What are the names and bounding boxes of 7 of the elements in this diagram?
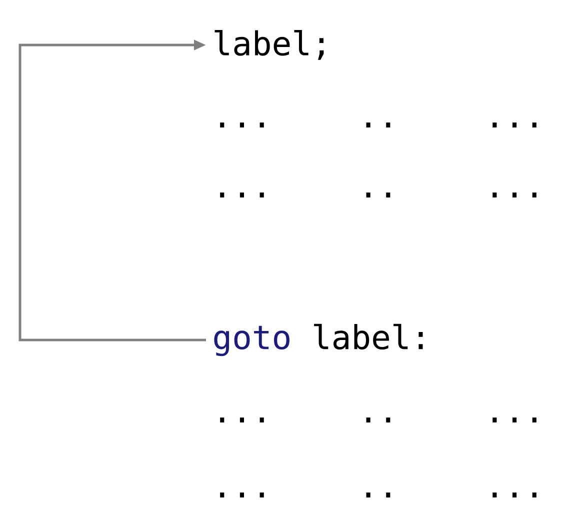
ellipsis-line: ... .. ... — [220, 492, 536, 498]
loop-arrow — [18, 40, 206, 342]
ellipsis-line: ... .. ... — [220, 418, 536, 422]
ellipsis-line: ... .. ... — [220, 192, 536, 198]
ellipsis-line: ... .. ... — [220, 122, 536, 128]
code-line: goto label: — [214, 324, 423, 356]
code-line: label; — [214, 30, 324, 60]
